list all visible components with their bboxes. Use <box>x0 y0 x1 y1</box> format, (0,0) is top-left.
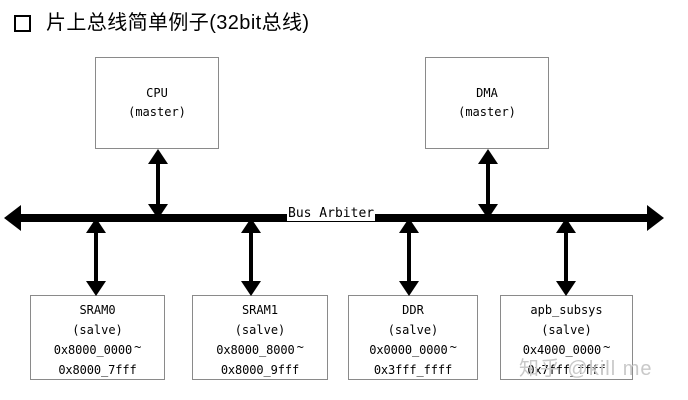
slave-apb-subsys-addr-end: 0x7fff_ffff <box>527 363 606 377</box>
slave-sram0-addr-start-row: 0x8000_0000~ <box>31 340 164 360</box>
arrow-head-down-icon <box>478 204 498 219</box>
arrow-head-up-icon <box>241 218 261 233</box>
master-dma-name: DMA <box>476 86 498 100</box>
slave-sram0-name: SRAM0 <box>79 303 116 317</box>
slave-sram1-addr-start-row: 0x8000_8000~ <box>193 340 327 360</box>
slave-sram0-role: (salve) <box>72 323 123 337</box>
arrow-head-up-icon <box>86 218 106 233</box>
slave-sram0-addr-end: 0x8000_7fff <box>58 363 137 377</box>
connector-shaft <box>564 230 568 284</box>
connector-bus-to-sram1 <box>241 218 261 296</box>
slave-node-sram0: SRAM0 (salve) 0x8000_0000~ 0x8000_7fff <box>30 295 165 380</box>
connector-bus-to-ddr <box>399 218 419 296</box>
master-cpu-name: CPU <box>146 86 168 100</box>
connector-dma-to-bus <box>478 149 498 219</box>
slave-apb-subsys-addr-sep: ~ <box>603 340 611 354</box>
connector-shaft <box>249 230 253 284</box>
connector-bus-to-apb-subsys <box>556 218 576 296</box>
master-node-cpu: CPU (master) <box>95 57 219 149</box>
slave-node-sram1: SRAM1 (salve) 0x8000_8000~ 0x8000_9fff <box>192 295 328 380</box>
arrow-head-up-icon <box>399 218 419 233</box>
connector-shaft <box>486 161 490 207</box>
connector-cpu-to-bus <box>148 149 168 219</box>
slave-sram1-name: SRAM1 <box>241 303 279 317</box>
slave-node-apb-subsys: apb_subsys (salve) 0x4000_0000~ 0x7fff_f… <box>500 295 633 380</box>
slave-ddr-addr-sep: ~ <box>449 340 457 354</box>
arrow-head-down-icon <box>241 281 261 296</box>
bus-arbiter-label: Bus Arbiter <box>287 206 376 221</box>
slave-apb-subsys-addr-start-row: 0x4000_0000~ <box>501 340 632 360</box>
slave-apb-subsys-addr-start: 0x4000_0000 <box>522 343 602 357</box>
bus-arrow-right-icon <box>647 205 664 231</box>
connector-shaft <box>407 230 411 284</box>
slave-ddr-addr-end: 0x3fff_ffff <box>373 363 453 377</box>
slave-sram1-role: (salve) <box>234 323 286 337</box>
arrow-head-down-icon <box>556 281 576 296</box>
slave-node-ddr: DDR (salve) 0x0000_0000~ 0x3fff_ffff <box>348 295 478 380</box>
master-node-dma: DMA (master) <box>425 57 549 149</box>
master-cpu-role: (master) <box>128 105 186 119</box>
page-title-text: 片上总线简单例子(32bit总线) <box>46 12 310 34</box>
master-dma-role: (master) <box>458 105 516 119</box>
slave-sram1-addr-end: 0x8000_9fff <box>220 363 300 377</box>
hollow-square-bullet-icon <box>14 14 31 32</box>
slave-ddr-addr-start-row: 0x0000_0000~ <box>349 340 477 360</box>
slave-sram1-addr-start: 0x8000_8000 <box>216 343 295 357</box>
slave-sram0-addr-sep: ~ <box>134 340 142 354</box>
arrow-head-down-icon <box>86 281 106 296</box>
connector-shaft <box>94 230 98 284</box>
page-title: 片上总线简单例子(32bit总线) <box>0 0 688 46</box>
slave-ddr-role: (salve) <box>387 323 439 337</box>
connector-bus-to-sram0 <box>86 218 106 296</box>
arrow-head-down-icon <box>399 281 419 296</box>
connector-shaft <box>156 161 160 207</box>
slave-apb-subsys-name: apb_subsys <box>530 303 603 317</box>
bus-arrow-left-icon <box>4 205 21 231</box>
arrow-head-up-icon <box>148 149 168 164</box>
slave-sram1-addr-sep: ~ <box>296 340 304 354</box>
arrow-head-down-icon <box>148 204 168 219</box>
slave-apb-subsys-role: (salve) <box>541 323 592 337</box>
arrow-head-up-icon <box>478 149 498 164</box>
slave-ddr-addr-start: 0x0000_0000 <box>369 343 448 357</box>
arrow-head-up-icon <box>556 218 576 233</box>
slave-ddr-name: DDR <box>402 303 424 317</box>
slave-sram0-addr-start: 0x8000_0000 <box>53 343 133 357</box>
